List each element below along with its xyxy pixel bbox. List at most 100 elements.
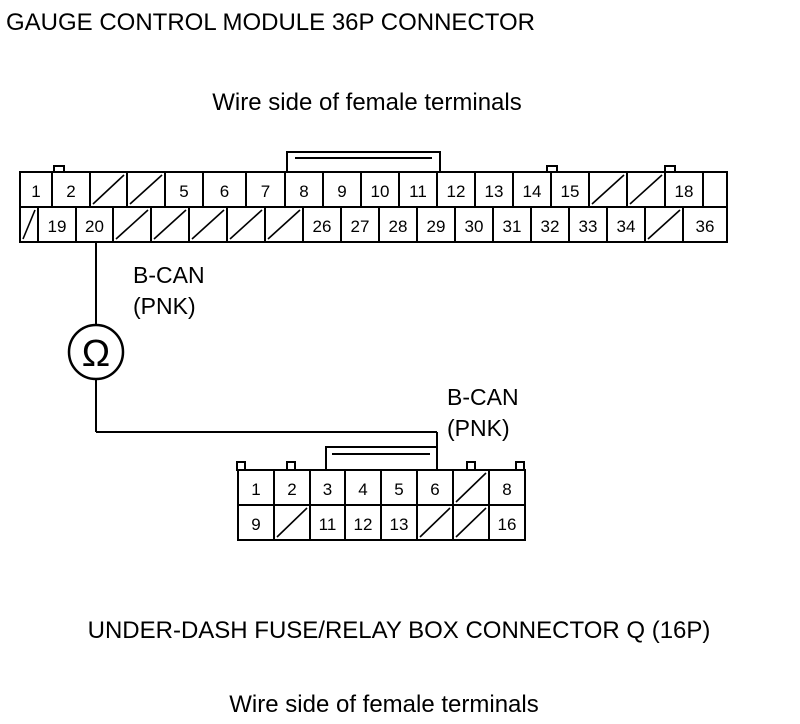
terminal-cell: 9 [337,172,362,207]
pin-number: 32 [541,217,560,236]
empty-terminal-slash [455,472,487,503]
top-connector-nub [53,165,65,173]
pin-number: 6 [430,480,439,499]
terminal-cell [115,207,152,242]
terminal-cell: 33 [579,207,608,242]
empty-terminal-slash [191,209,225,240]
terminal-cell: 3 [323,470,346,505]
empty-terminal-slash [115,209,149,240]
empty-terminal-slash [22,209,36,240]
terminal-cell: 19 [48,207,77,242]
pin-number: 2 [287,480,296,499]
top-connector-nub [664,165,676,173]
terminal-cell [647,207,684,242]
terminal-cell: 16 [498,505,526,540]
pin-number: 12 [447,182,466,201]
terminal-cell [153,207,190,242]
pin-number: 12 [354,515,373,534]
empty-terminal-slash [92,174,125,205]
pin-number: 13 [390,515,409,534]
terminal-cell [22,207,39,242]
empty-terminal-slash [419,507,451,538]
bottom-connector-title: UNDER-DASH FUSE/RELAY BOX CONNECTOR Q (1… [88,617,711,644]
terminal-cell [276,505,311,540]
terminal-cell: 6 [220,172,247,207]
terminal-cell: 14 [523,172,552,207]
terminal-cell: 11 [319,505,346,540]
terminal-cell [419,505,454,540]
empty-terminal-slash [647,209,681,240]
pin-number: 14 [523,182,542,201]
terminal-cell: 30 [465,207,494,242]
pin-number: 3 [323,480,332,499]
pin-number: 10 [371,182,390,201]
terminal-cell [92,172,128,207]
pin-number: 8 [299,182,308,201]
wire-label-bottom-line2: (PNK) [447,415,510,441]
pin-number: 19 [48,217,67,236]
terminal-cell: 15 [561,172,590,207]
pin-number: 29 [427,217,446,236]
terminal-cell: 13 [485,172,514,207]
pin-number: 16 [498,515,517,534]
terminal-cell: 7 [261,172,286,207]
terminal-cell: 12 [447,172,476,207]
pin-number: 27 [351,217,370,236]
terminal-cell: 1 [251,470,275,505]
bottom-connector-subtitle: Wire side of female terminals [229,691,538,718]
terminal-cell: 8 [299,172,324,207]
top-connector-subtitle: Wire side of female terminals [212,89,521,116]
bottom-connector-latch [325,446,438,470]
pin-number: 2 [66,182,75,201]
empty-terminal-slash [591,174,625,205]
pin-number: 18 [675,182,694,201]
pin-number: 7 [261,182,270,201]
pin-number: 26 [313,217,332,236]
top-connector-latch [286,151,441,172]
empty-terminal-slash [455,507,487,538]
pin-number: 5 [179,182,188,201]
top-connector-nub [546,165,558,173]
terminal-cell: 18 [675,172,704,207]
pin-number: 11 [409,182,427,201]
terminal-cell [591,172,628,207]
empty-terminal-slash [129,174,163,205]
terminal-cell: 12 [354,505,382,540]
wire-label-bottom-line1: B-CAN [447,384,519,410]
terminal-cell [455,470,490,505]
pin-number: 33 [579,217,598,236]
terminal-cell: 27 [351,207,380,242]
pin-number: 11 [319,515,337,534]
pin-number: 15 [561,182,580,201]
terminal-cell: 36 [696,207,728,242]
terminal-cell [229,207,266,242]
pin-number: 34 [617,217,636,236]
wire-label-top-line1: B-CAN [133,262,205,288]
terminal-cell: 9 [251,505,275,540]
bottom-connector-nub [236,461,246,471]
pin-number: 31 [503,217,522,236]
pin-number: 13 [485,182,504,201]
terminal-cell [455,505,490,540]
pin-number: 1 [251,480,260,499]
wire-label-top-line2: (PNK) [133,293,196,319]
terminal-cell: 32 [541,207,570,242]
terminal-cell: 2 [287,470,311,505]
terminal-cell: 28 [389,207,418,242]
terminal-cell [129,172,166,207]
bottom-connector-nub [515,461,525,471]
pin-number: 4 [358,480,367,499]
terminal-cell: 8 [502,470,526,505]
terminal-cell: 11 [409,172,438,207]
empty-terminal-slash [276,507,308,538]
pin-number: 36 [696,217,715,236]
terminal-cell: 1 [31,172,53,207]
terminal-cell: 34 [617,207,646,242]
terminal-cell [267,207,304,242]
pin-number: 8 [502,480,511,499]
terminal-cell [191,207,228,242]
pin-number: 28 [389,217,408,236]
pin-number: 9 [337,182,346,201]
